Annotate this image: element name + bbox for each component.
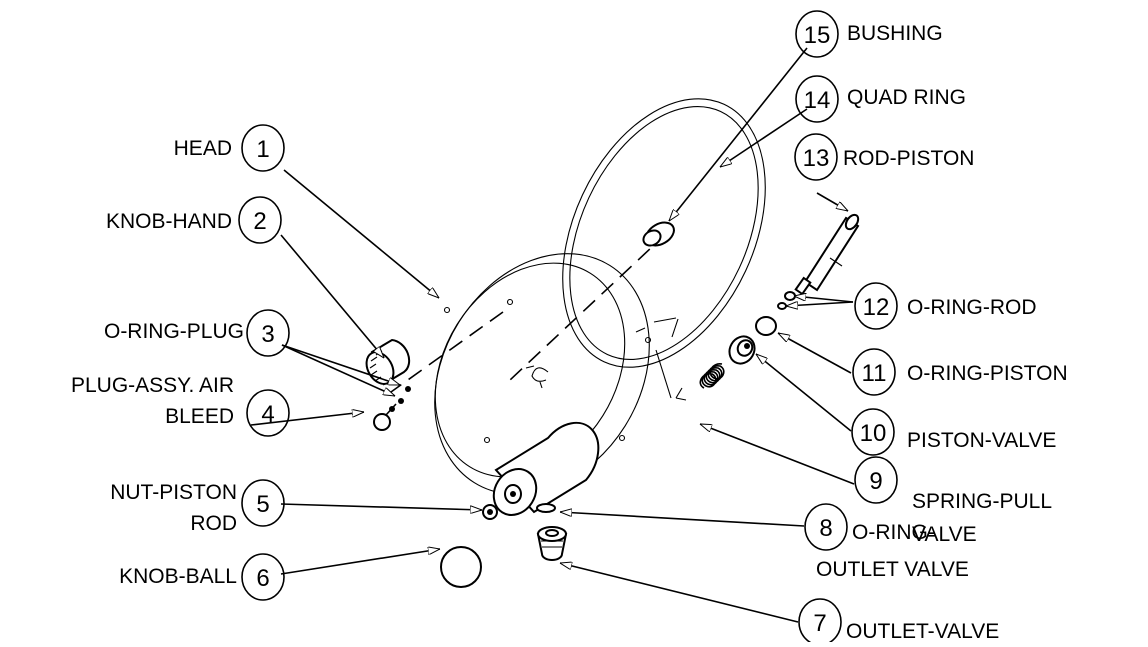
label-outlet-valve: OUTLET-VALVE xyxy=(846,620,999,642)
callout-2: 2 KNOB-HAND xyxy=(106,196,282,244)
callout-5: 5 NUT-PISTON ROD xyxy=(110,479,285,535)
balloon-number-13: 13 xyxy=(803,145,830,172)
label-o-ring-outlet-line-2: OUTLET VALVE xyxy=(816,558,969,581)
outlet-valve xyxy=(536,526,568,561)
balloon-number-10: 10 xyxy=(860,420,887,447)
label-spring-pull-line-1: SPRING-PULL xyxy=(912,490,1052,513)
balloon-number-6: 6 xyxy=(256,565,269,592)
callout-13: 13 ROD-PISTON xyxy=(794,133,974,181)
label-o-ring-rod: O-RING-ROD xyxy=(907,296,1037,319)
callout-1: 1 HEAD xyxy=(174,124,285,172)
label-rod-piston: ROD-PISTON xyxy=(843,147,974,170)
label-piston-valve: PISTON-VALVE xyxy=(907,429,1056,452)
o-ring-rod-small xyxy=(777,302,787,310)
label-knob-hand: KNOB-HAND xyxy=(106,210,232,233)
callout-15: 15 BUSHING xyxy=(795,10,943,58)
callouts: 1 HEAD 2 KNOB-HAND 3 O-RING-PLUG 4 PLUG-… xyxy=(71,10,1068,646)
label-knob-ball: KNOB-BALL xyxy=(119,565,237,588)
callout-12: 12 O-RING-ROD xyxy=(854,282,1037,330)
o-ring-rod xyxy=(784,291,796,301)
quad-ring xyxy=(562,98,766,368)
callout-3: 3 O-RING-PLUG xyxy=(104,309,290,357)
callout-8: 8 O-RING- OUTLET VALVE xyxy=(804,503,969,581)
head-flange xyxy=(434,253,652,516)
leader-lines xyxy=(250,47,855,623)
label-o-ring-plug: O-RING-PLUG xyxy=(104,320,244,343)
label-head: HEAD xyxy=(174,137,232,160)
o-ring-plug xyxy=(405,386,411,392)
balloon-number-14: 14 xyxy=(804,87,831,114)
callout-4: 4 PLUG-ASSY. AIR BLEED xyxy=(71,374,290,437)
balloon-number-12: 12 xyxy=(863,294,890,321)
balloon-number-8: 8 xyxy=(819,515,832,542)
piston-valve xyxy=(728,335,756,365)
label-o-ring-piston: O-RING-PISTON xyxy=(907,362,1068,385)
knob-ball xyxy=(440,546,482,588)
spring xyxy=(675,363,725,401)
callout-10: 10 PISTON-VALVE xyxy=(851,408,1056,456)
parts-drawing xyxy=(365,98,860,588)
balloon-number-3: 3 xyxy=(261,321,274,348)
balloon-number-2: 2 xyxy=(253,208,266,235)
callout-14: 14 QUAD RING xyxy=(795,75,966,123)
callout-11: 11 O-RING-PISTON xyxy=(852,348,1068,396)
o-ring-piston xyxy=(755,316,777,336)
o-ring-outlet-valve xyxy=(536,503,556,513)
knob-hand xyxy=(365,338,411,386)
balloon-number-5: 5 xyxy=(256,491,269,518)
balloon-number-1: 1 xyxy=(256,136,269,163)
bushing xyxy=(642,221,675,247)
label-o-ring-outlet-line-1: O-RING- xyxy=(852,521,935,544)
label-bushing: BUSHING xyxy=(847,22,943,45)
o-ring-plug-2 xyxy=(398,398,404,404)
balloon-number-9: 9 xyxy=(869,468,882,495)
rod-piston xyxy=(794,213,860,296)
plug-air-bleed xyxy=(373,403,397,431)
callout-7: 7 OUTLET-VALVE xyxy=(798,598,999,646)
balloon-number-11: 11 xyxy=(862,360,887,387)
callout-9: 9 SPRING-PULL VALVE xyxy=(854,456,1052,546)
label-nut-piston-line-1: NUT-PISTON xyxy=(110,481,237,504)
label-nut-piston-line-2: ROD xyxy=(190,512,237,535)
label-plug-assy-line-2: BLEED xyxy=(165,405,234,428)
callout-6: 6 KNOB-BALL xyxy=(119,553,285,601)
label-plug-assy-line-1: PLUG-ASSY. AIR xyxy=(71,374,234,397)
label-spring-pull-line-2: VALVE xyxy=(912,523,977,546)
label-quad-ring: QUAD RING xyxy=(847,86,966,109)
balloon-number-4: 4 xyxy=(261,401,274,428)
balloon-number-7: 7 xyxy=(813,610,826,637)
balloon-number-15: 15 xyxy=(804,22,831,49)
